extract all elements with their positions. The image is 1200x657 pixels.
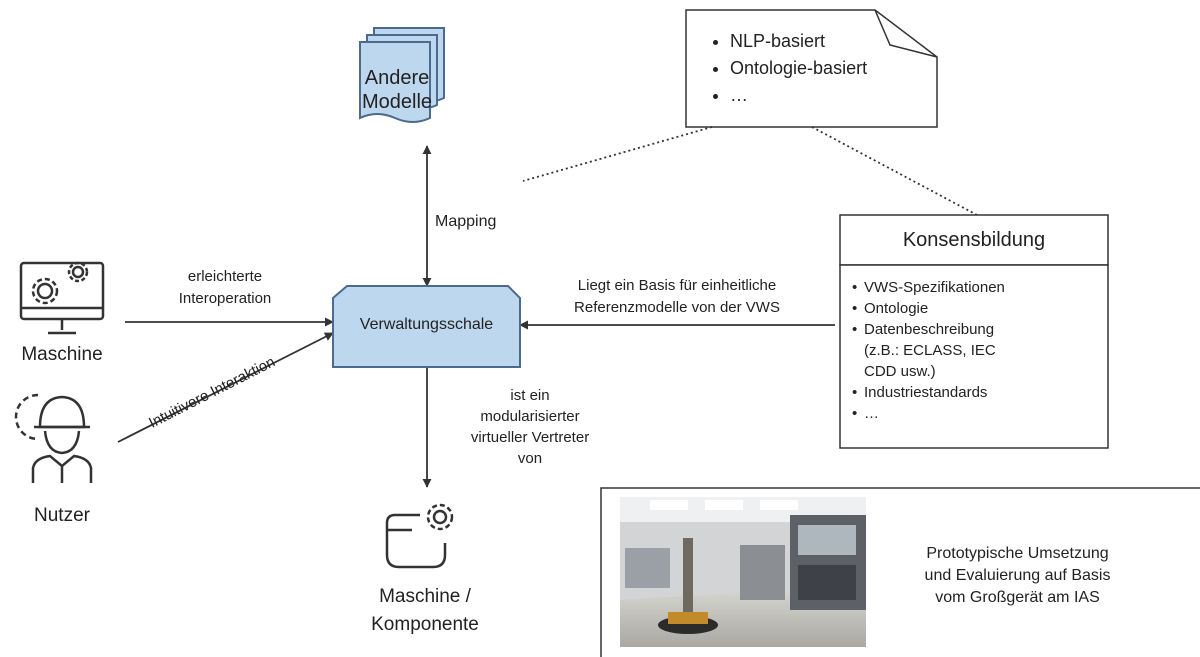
consensus-item: •VWS-Spezifikationen [852, 279, 1005, 296]
prototype-text-line2: und Evaluierung auf Basis [924, 567, 1111, 584]
consensus-title-box [839, 214, 1109, 266]
lab-photo [620, 497, 866, 647]
other-models-stack-icon [359, 27, 445, 123]
component-icon [385, 503, 454, 569]
other-models-label-line1: Andere [364, 67, 430, 89]
aas-label: Verwaltungsschale [359, 316, 494, 333]
approach-item: Ontologie-basiert [730, 55, 930, 82]
representative-label-line1: ist ein [510, 387, 550, 404]
mapping-label: Mapping [435, 213, 497, 230]
basis-label-line2: Referenzmodelle von der VWS [574, 299, 780, 316]
consensus-subtext: (z.B.: ECLASS, IEC [864, 342, 996, 359]
other-models-label-line2: Modelle [361, 91, 433, 113]
representative-label-line4: von [517, 450, 543, 467]
prototype-box [600, 487, 1200, 657]
component-label-line1: Maschine / [379, 586, 471, 607]
approach-item: NLP-basiert [730, 28, 930, 55]
approach-note [685, 9, 938, 128]
consensus-item: •Ontologie [852, 300, 929, 317]
prototype-text-line1: Prototypische Umsetzung [926, 545, 1109, 562]
basis-label-line1: Liegt ein Basis für einheitliche [577, 277, 777, 294]
user-label: Nutzer [34, 505, 90, 526]
consensus-list-box [839, 264, 1109, 449]
note-connector-left [522, 126, 713, 182]
interoperation-label-line2: Interoperation [178, 290, 272, 307]
consensus-subtext: CDD usw.) [864, 363, 936, 380]
interaction-arrow [117, 332, 334, 443]
interoperation-label-line1: erleichterte [187, 268, 263, 285]
consensus-item: •Industriestandards [852, 384, 988, 401]
note-connector-right [811, 126, 978, 216]
approach-list: NLP-basiert Ontologie-basiert … [702, 28, 930, 109]
approach-item: … [730, 82, 930, 109]
consensus-list: •VWS-Spezifikationen •Ontologie •Datenbe… [852, 277, 1099, 424]
prototype-text-line3: vom Großgerät am IAS [935, 589, 1100, 606]
user-icon [14, 393, 93, 483]
representative-label-line2: modularisierter [480, 408, 580, 425]
machine-icon [19, 261, 105, 335]
aas-box[interactable] [332, 285, 521, 368]
consensus-title: Konsensbildung [902, 229, 1046, 251]
representative-label-line3: virtueller Vertreter [470, 429, 590, 446]
component-label-line2: Komponente [371, 614, 479, 635]
machine-label: Maschine [21, 344, 103, 365]
consensus-item: •… [852, 405, 879, 422]
consensus-item: •Datenbeschreibung [852, 321, 995, 338]
